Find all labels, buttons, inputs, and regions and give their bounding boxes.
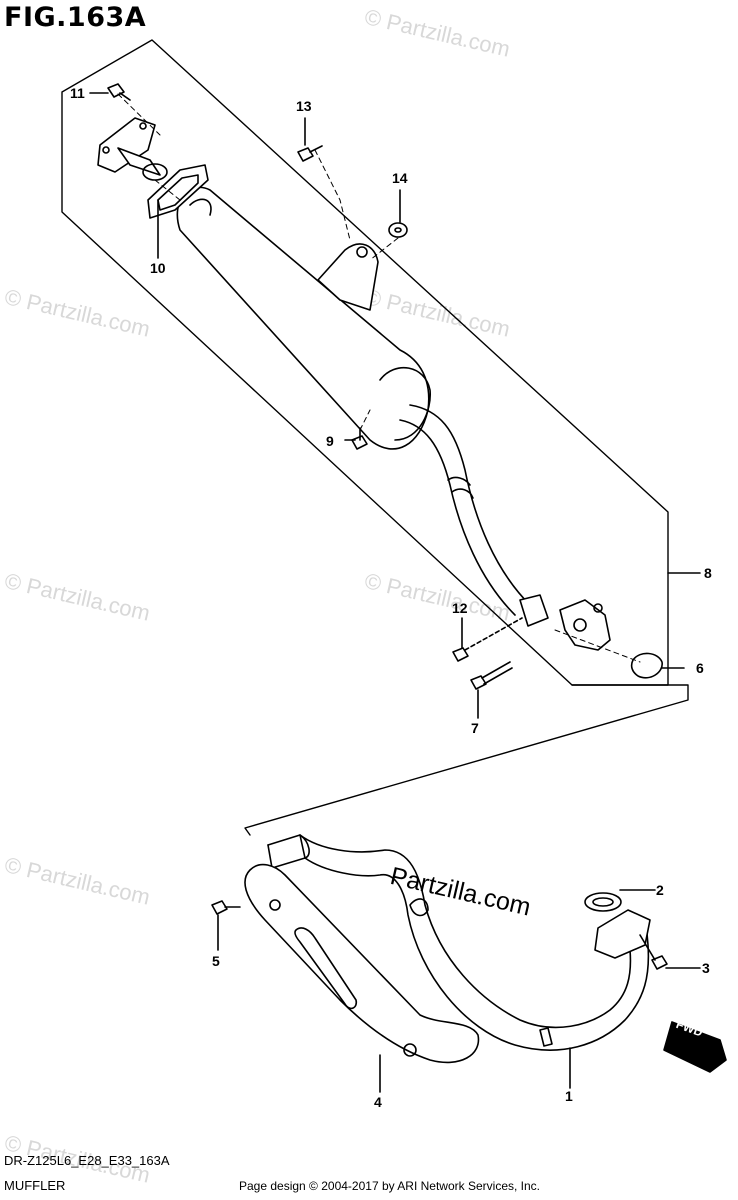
grommet-6	[630, 652, 663, 679]
callout-6[interactable]: 6	[696, 660, 704, 676]
callout-3[interactable]: 3	[702, 960, 710, 976]
bolt-3	[639, 934, 668, 970]
callout-1[interactable]: 1	[565, 1088, 573, 1104]
callout-10[interactable]: 10	[150, 260, 166, 276]
gasket-2	[584, 892, 622, 912]
bolt-11	[107, 83, 131, 101]
callout-11[interactable]: 11	[70, 85, 85, 101]
exhaust-pipe	[267, 834, 651, 1051]
gasket	[147, 164, 209, 219]
model-code: DR-Z125L6_E28_E33_163A	[4, 1153, 170, 1168]
callout-12[interactable]: 12	[452, 600, 468, 616]
muffler-inlet-flange	[97, 117, 168, 181]
callout-5[interactable]: 5	[212, 953, 220, 969]
diagram-name: MUFFLER	[4, 1178, 66, 1193]
page-credit: Page design © 2004-2017 by ARI Network S…	[239, 1179, 541, 1193]
heat-shield	[244, 863, 480, 1064]
muffler-body	[176, 186, 611, 651]
callout-14[interactable]: 14	[392, 170, 408, 186]
bolt-12	[452, 617, 523, 662]
bolt-5	[211, 900, 241, 915]
figure-title: FIG.163A	[4, 2, 147, 33]
washer-14	[388, 222, 408, 238]
bolt-9	[351, 427, 368, 450]
callout-9[interactable]: 9	[326, 433, 334, 449]
bolt-13	[297, 145, 323, 162]
callout-2[interactable]: 2	[656, 882, 664, 898]
callout-4[interactable]: 4	[374, 1094, 382, 1110]
callout-7[interactable]: 7	[471, 720, 479, 736]
callout-13[interactable]: 13	[296, 98, 312, 114]
fwd-badge	[663, 1021, 727, 1073]
callout-8[interactable]: 8	[704, 565, 712, 581]
bolt-7	[470, 661, 513, 690]
